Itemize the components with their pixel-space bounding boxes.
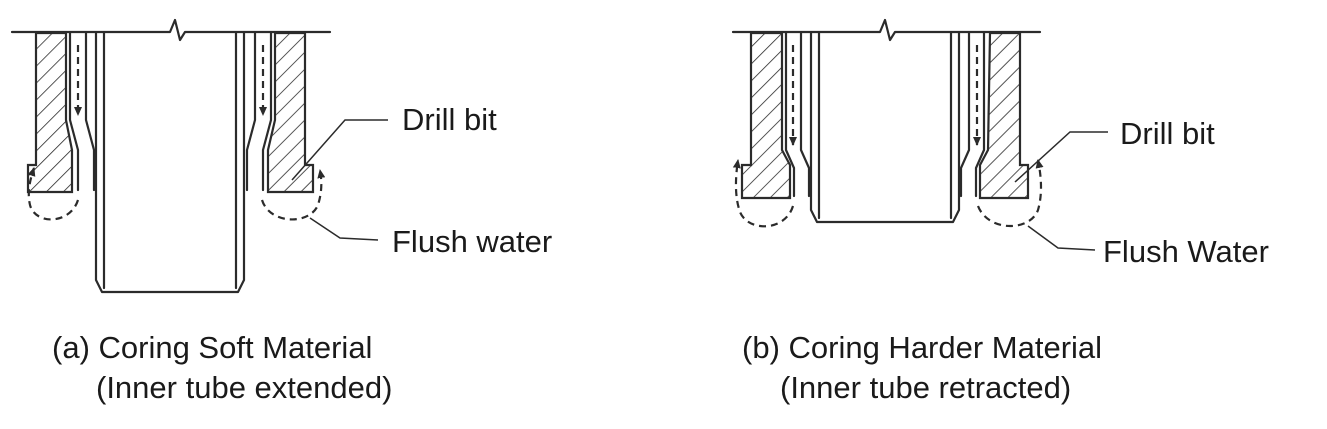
ground-line-a	[10, 18, 332, 42]
inner-tube-b	[809, 31, 961, 224]
drill-bit-leader-b	[1014, 131, 1108, 183]
inner-tube-a	[94, 31, 246, 294]
flow-channel-right-b	[974, 31, 986, 198]
flush-water-label-b: Flush Water	[1103, 234, 1269, 269]
flush-water-label-a: Flush water	[392, 224, 552, 259]
outer-barrel-left-b	[740, 31, 792, 200]
flush-water-leader-a	[309, 217, 379, 241]
drill-bit-label-b: Drill bit	[1120, 116, 1215, 151]
drill-bit-label-a: Drill bit	[402, 102, 497, 137]
outer-barrel-left-a	[26, 31, 74, 194]
flow-channel-right-a	[261, 31, 273, 192]
panel-a-soft-material: Drill bit Flush water (a) Coring Soft Ma…	[10, 18, 552, 405]
flush-water-leader-b	[1027, 225, 1096, 251]
flow-channel-left-a	[68, 31, 80, 192]
flow-channel-left-b	[784, 31, 796, 198]
caption-b-line2: (Inner tube retracted)	[780, 370, 1071, 405]
flush-water-path-left-b	[732, 159, 795, 228]
caption-a-line2: (Inner tube extended)	[96, 370, 392, 405]
drill-bit-leader-a	[291, 119, 388, 181]
caption-b-line1: (b) Coring Harder Material	[742, 330, 1102, 365]
caption-a-line1: (a) Coring Soft Material	[52, 330, 372, 365]
outer-barrel-right-b	[978, 31, 1030, 200]
outer-barrel-right-a	[266, 31, 315, 194]
panel-b-harder-material: Drill bit Flush Water (b) Coring Harder …	[731, 18, 1269, 405]
flush-water-path-right-b	[976, 159, 1044, 228]
ground-line-b	[731, 18, 1042, 42]
flush-water-path-left-a	[27, 167, 80, 221]
